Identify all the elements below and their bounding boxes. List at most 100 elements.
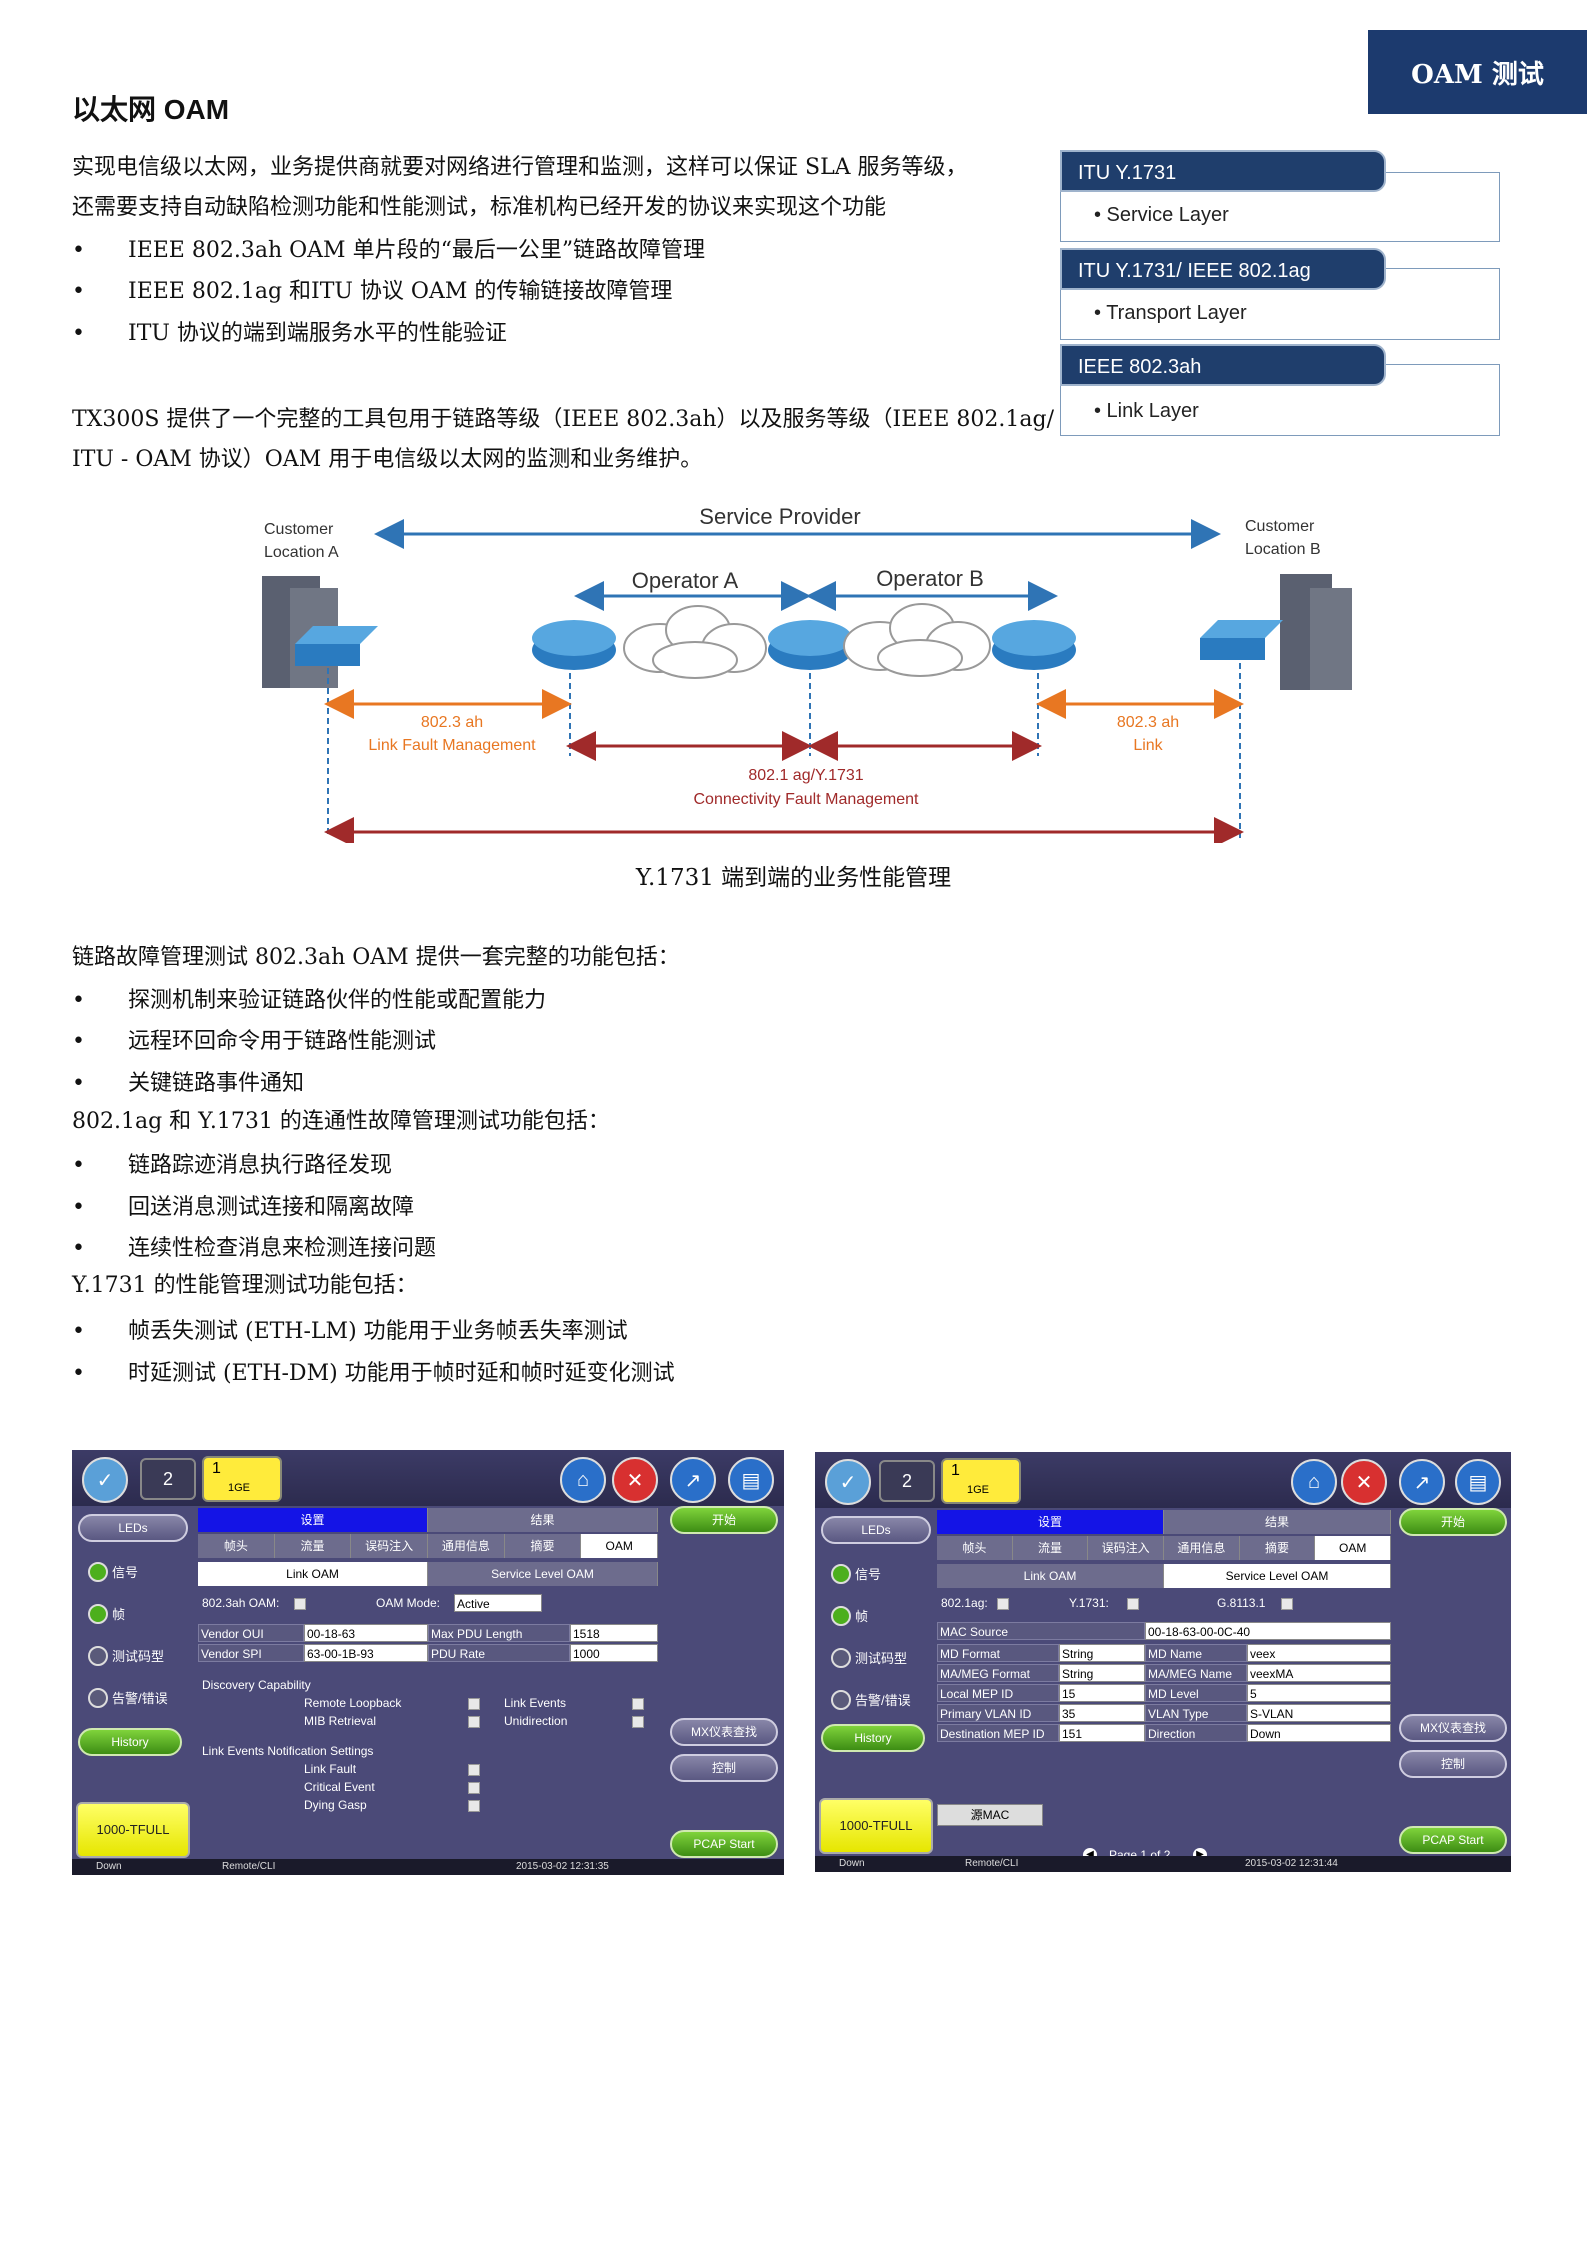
field-value[interactable]: veexMA: [1247, 1664, 1391, 1682]
operator-a-label: Operator A: [632, 568, 739, 593]
mx-search-button[interactable]: MX仪表查找: [1399, 1714, 1507, 1742]
port-1-button[interactable]: 1 1GE: [941, 1458, 1021, 1504]
link-fault-label: Link Fault: [304, 1762, 357, 1776]
critical-event-label: Critical Event: [304, 1780, 375, 1794]
tab-header[interactable]: 帧头: [937, 1536, 1013, 1560]
dying-gasp-checkbox[interactable]: [468, 1800, 480, 1812]
speed-button[interactable]: 1000-TFULL: [819, 1798, 933, 1854]
customer-b-label: Location B: [1245, 541, 1321, 558]
tab-error-inject[interactable]: 误码注入: [1088, 1536, 1165, 1560]
y1731-checkbox[interactable]: [1127, 1598, 1139, 1610]
home-icon[interactable]: ⌂: [1291, 1459, 1337, 1505]
control-button[interactable]: 控制: [1399, 1750, 1507, 1778]
home-icon[interactable]: ⌂: [560, 1457, 606, 1503]
start-button[interactable]: 开始: [1399, 1508, 1507, 1536]
tab-link-oam[interactable]: Link OAM: [198, 1562, 428, 1586]
tab-general[interactable]: 通用信息: [1164, 1536, 1240, 1560]
lfm-left-label: Link Fault Management: [368, 737, 536, 754]
history-button[interactable]: History: [821, 1724, 925, 1752]
field-value[interactable]: String: [1059, 1664, 1145, 1682]
cfm-title: 802.1ag 和 Y.1731 的连通性故障管理测试功能包括：: [72, 1109, 610, 1134]
led-signal: [831, 1564, 851, 1584]
field-value[interactable]: veex: [1247, 1644, 1391, 1662]
tab-oam[interactable]: OAM: [581, 1534, 659, 1558]
speed-button[interactable]: 1000-TFULL: [76, 1802, 190, 1858]
mac-source-field[interactable]: 00-18-63-00-0C-40: [1145, 1622, 1391, 1640]
field-value[interactable]: String: [1059, 1644, 1145, 1662]
intro-paragraph: 实现电信级以太网，业务提供商就要对网络进行管理和监测，这样可以保证 SLA 服务…: [72, 148, 968, 228]
home-logo-icon[interactable]: ✓: [82, 1457, 128, 1503]
field-value[interactable]: 151: [1059, 1724, 1145, 1742]
unidirection-checkbox[interactable]: [632, 1716, 644, 1728]
control-button[interactable]: 控制: [670, 1754, 778, 1782]
close-icon[interactable]: ✕: [612, 1457, 658, 1503]
tab-oam[interactable]: OAM: [1315, 1536, 1392, 1560]
tab-settings[interactable]: 设置: [198, 1508, 428, 1532]
start-button[interactable]: 开始: [670, 1506, 778, 1534]
remote-loopback-label: Remote Loopback: [304, 1696, 402, 1710]
mib-retrieval-checkbox[interactable]: [468, 1716, 480, 1728]
vendor-spi-field[interactable]: 63-00-1B-93: [304, 1644, 428, 1662]
history-button[interactable]: History: [78, 1728, 182, 1756]
oam-enable-checkbox[interactable]: [294, 1598, 306, 1610]
field-label: MA/MEG Format: [937, 1664, 1059, 1682]
share-icon[interactable]: ↗: [1399, 1459, 1445, 1505]
close-icon[interactable]: ✕: [1341, 1459, 1387, 1505]
max-pdu-label: Max PDU Length: [428, 1624, 570, 1642]
tab-results[interactable]: 结果: [428, 1508, 658, 1532]
field-value[interactable]: S-VLAN: [1247, 1704, 1391, 1722]
pdu-rate-field[interactable]: 1000: [570, 1644, 658, 1662]
tab-traffic[interactable]: 流量: [1012, 1536, 1089, 1560]
device-screenshot-link-oam: ✓ 2 1 1GE ⌂ ✕ ↗ ▤ LEDs 信号 帧 测试码型 告警/错误 H…: [72, 1450, 784, 1875]
mx-search-button[interactable]: MX仪表查找: [670, 1718, 778, 1746]
status-bar: Down Remote/CLI 2015-03-02 12:31:44: [815, 1856, 1511, 1872]
port-1-button[interactable]: 1 1GE: [202, 1456, 282, 1502]
field-value[interactable]: 5: [1247, 1684, 1391, 1702]
remote-loopback-checkbox[interactable]: [468, 1698, 480, 1710]
folder-icon[interactable]: ▤: [728, 1457, 774, 1503]
led-panel: LEDs 信号 帧 测试码型 告警/错误 History 1000-TFULL: [72, 1506, 196, 1859]
tab-service-level-oam[interactable]: Service Level OAM: [428, 1562, 658, 1586]
tab-header[interactable]: 帧头: [198, 1534, 275, 1558]
tab-service-level-oam[interactable]: Service Level OAM: [1164, 1564, 1391, 1588]
customer-a-label: Customer: [264, 521, 334, 538]
field-value[interactable]: 35: [1059, 1704, 1145, 1722]
router-c-icon: [992, 620, 1076, 670]
tab-link-oam[interactable]: Link OAM: [937, 1564, 1164, 1588]
tab-error-inject[interactable]: 误码注入: [351, 1534, 429, 1558]
tab-results[interactable]: 结果: [1164, 1510, 1391, 1534]
link-fault-checkbox[interactable]: [468, 1764, 480, 1776]
field-value[interactable]: 15: [1059, 1684, 1145, 1702]
folder-icon[interactable]: ▤: [1455, 1459, 1501, 1505]
pcap-start-button[interactable]: PCAP Start: [670, 1830, 778, 1858]
field-label: Local MEP ID: [937, 1684, 1059, 1702]
vendor-oui-label: Vendor OUI: [198, 1624, 304, 1642]
critical-event-checkbox[interactable]: [468, 1782, 480, 1794]
source-mac-button[interactable]: 源MAC: [937, 1804, 1043, 1826]
max-pdu-field[interactable]: 1518: [570, 1624, 658, 1642]
tab-general[interactable]: 通用信息: [428, 1534, 505, 1558]
unidirection-label: Unidirection: [504, 1714, 568, 1728]
tab-traffic[interactable]: 流量: [274, 1534, 352, 1558]
tab-summary[interactable]: 摘要: [1239, 1536, 1316, 1560]
field-label: MA/MEG Name: [1145, 1664, 1247, 1682]
status-bar: Down Remote/CLI 2015-03-02 12:31:35: [72, 1859, 784, 1875]
vendor-oui-field[interactable]: 00-18-63: [304, 1624, 428, 1642]
share-icon[interactable]: ↗: [670, 1457, 716, 1503]
link-events-checkbox[interactable]: [632, 1698, 644, 1710]
home-logo-icon[interactable]: ✓: [825, 1459, 871, 1505]
section-tab: OAM 测试: [1368, 30, 1587, 114]
ag-checkbox[interactable]: [997, 1598, 1009, 1610]
led-frame: [88, 1604, 108, 1624]
pcap-start-button[interactable]: PCAP Start: [1399, 1826, 1507, 1854]
g8113-checkbox[interactable]: [1281, 1598, 1293, 1610]
port-2-button[interactable]: 2: [879, 1460, 935, 1502]
tab-summary[interactable]: 摘要: [504, 1534, 582, 1558]
tab-settings[interactable]: 设置: [937, 1510, 1164, 1534]
operator-b-label: Operator B: [876, 566, 984, 591]
port-2-button[interactable]: 2: [140, 1458, 196, 1500]
led-alarm: [88, 1688, 108, 1708]
oam-mode-select[interactable]: Active: [454, 1594, 542, 1612]
field-value[interactable]: Down: [1247, 1724, 1391, 1742]
customer-b-label: Customer: [1245, 518, 1315, 535]
